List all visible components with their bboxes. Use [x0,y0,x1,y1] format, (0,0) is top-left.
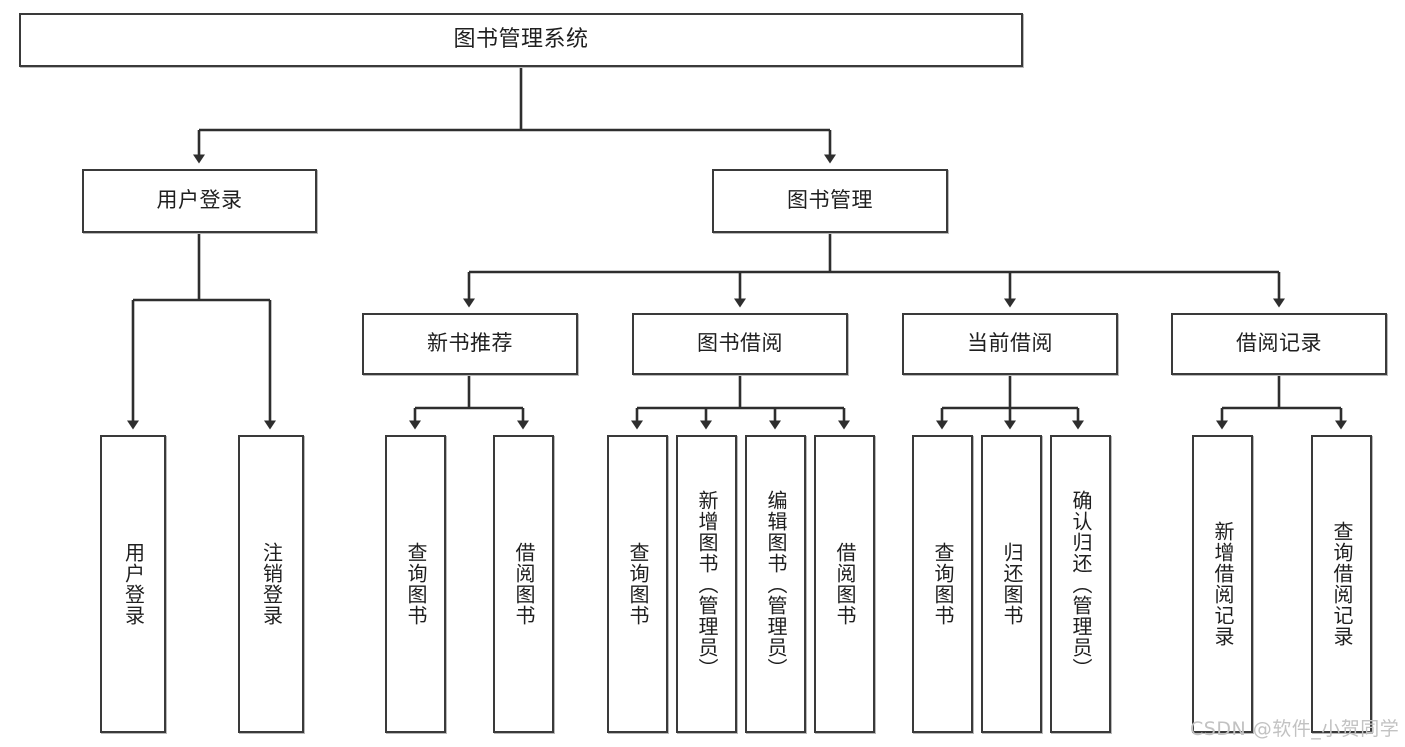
leaf-records-query-record[interactable]: 查询借阅记录 [1311,435,1372,733]
leaf-borrow-add-book-admin[interactable]: 新增图书（管理员） [676,435,737,733]
leaf-label: 新增借阅记录 [1211,521,1235,647]
leaf-label: 查询借阅记录 [1330,521,1354,647]
leaf-new-book-query[interactable]: 查询图书 [385,435,446,733]
node-borrow-records[interactable]: 借阅记录 [1171,313,1387,375]
leaf-label: 确认归还（管理员） [1069,489,1093,679]
leaf-borrow-borrow-book[interactable]: 借阅图书 [814,435,875,733]
leaf-new-book-borrow[interactable]: 借阅图书 [493,435,554,733]
leaf-user-login-login[interactable]: 用户登录 [100,435,166,733]
leaf-label: 用户登录 [121,542,146,626]
leaf-current-query-book[interactable]: 查询图书 [912,435,973,733]
csdn-watermark: CSDN @软件_小贺同学 [1190,718,1400,740]
node-root-system[interactable]: 图书管理系统 [19,13,1023,67]
leaf-borrow-edit-book-admin[interactable]: 编辑图书（管理员） [745,435,806,733]
leaf-label: 注销登录 [259,542,284,626]
leaf-label: 查询图书 [931,542,955,626]
leaf-borrow-query-book[interactable]: 查询图书 [607,435,668,733]
node-book-management[interactable]: 图书管理 [712,169,948,233]
node-user-login[interactable]: 用户登录 [82,169,317,233]
node-book-borrow[interactable]: 图书借阅 [632,313,848,375]
leaf-current-return-book[interactable]: 归还图书 [981,435,1042,733]
node-new-book-recommend[interactable]: 新书推荐 [362,313,578,375]
leaf-current-confirm-return-admin[interactable]: 确认归还（管理员） [1050,435,1111,733]
leaf-user-login-logout[interactable]: 注销登录 [238,435,304,733]
leaf-label: 查询图书 [626,542,650,626]
leaf-label: 借阅图书 [833,542,857,626]
leaf-label: 新增图书（管理员） [695,489,719,679]
leaf-records-add-record[interactable]: 新增借阅记录 [1192,435,1253,733]
leaf-label: 归还图书 [1000,542,1024,626]
leaf-label: 查询图书 [404,542,428,626]
node-current-borrow[interactable]: 当前借阅 [902,313,1118,375]
leaf-label: 借阅图书 [512,542,536,626]
leaf-label: 编辑图书（管理员） [764,489,788,679]
